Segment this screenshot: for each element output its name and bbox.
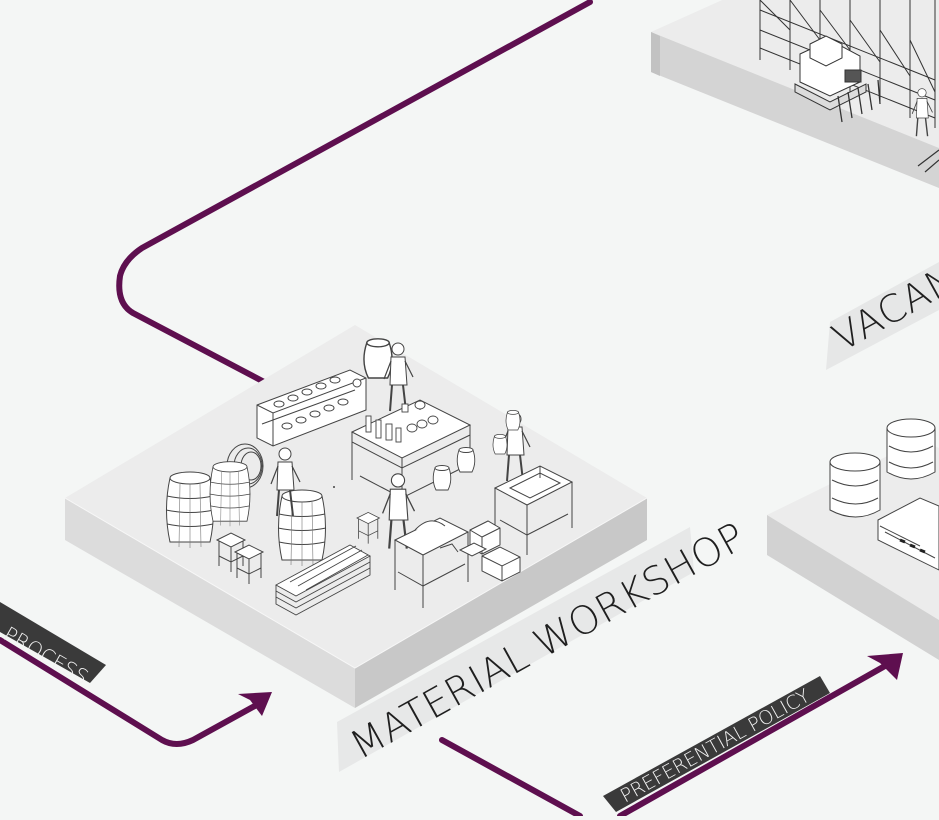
tool-box-icon (458, 520, 521, 582)
vacant-label-group: VACAN (825, 256, 939, 370)
arrow-head-icon (238, 692, 272, 716)
jar-icon (456, 447, 476, 473)
bottles (365, 400, 439, 443)
jar-icon (492, 434, 508, 455)
flow-line-process (0, 637, 265, 747)
platform-workshop (64, 325, 648, 708)
preferential-policy-tag: PREFERENTIAL POLICY (603, 676, 830, 812)
machine-block (877, 497, 939, 571)
jar-icon (432, 465, 452, 491)
barrel-icon (277, 489, 327, 567)
workbench-icon (493, 465, 574, 555)
vacant-label: VACAN (825, 256, 939, 360)
platform-right (767, 418, 939, 660)
arrow-heads (238, 653, 903, 716)
shelf-icon (256, 369, 367, 447)
flow-line-policy-up (617, 659, 895, 819)
barrel-icon (209, 461, 251, 527)
flow-line-policy (439, 737, 583, 819)
arrow-head-icon (867, 653, 903, 680)
flow-lines (0, 0, 895, 819)
jar-icon (505, 410, 521, 431)
barrel-icon (165, 471, 215, 549)
lumber-stack-icon (275, 544, 371, 616)
platform-vacant (651, 0, 939, 188)
tank-icon (829, 418, 936, 518)
workshop-scene (165, 338, 574, 616)
preferential-policy-label: PREFERENTIAL POLICY (617, 685, 814, 808)
workbench-icon (393, 517, 470, 608)
jar-icon (363, 338, 393, 379)
flow-line-top (116, 0, 593, 387)
bulldozer-icon (794, 35, 881, 123)
